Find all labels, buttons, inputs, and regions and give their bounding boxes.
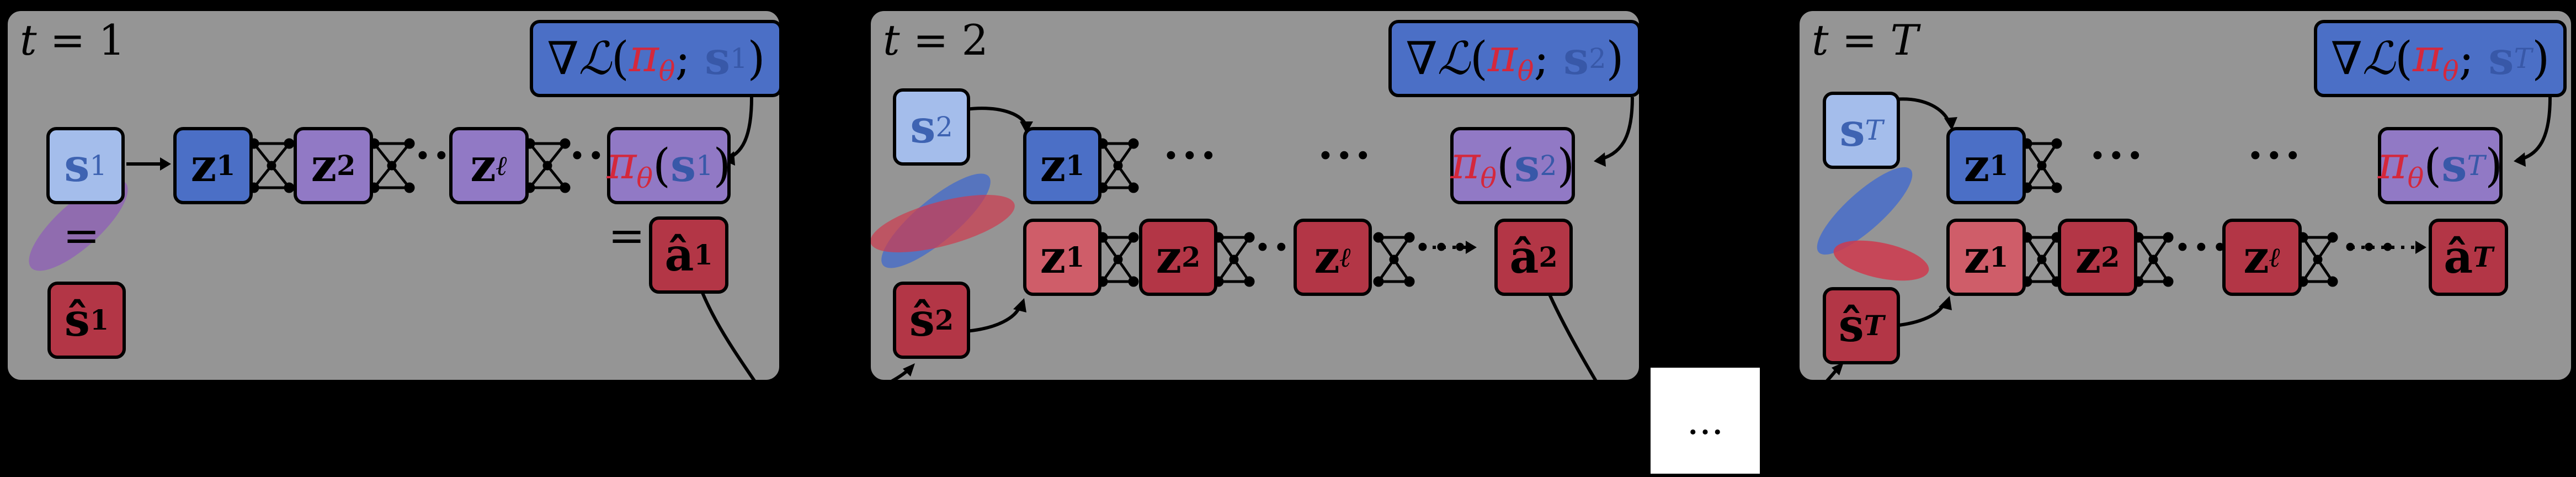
equals-sign: = — [608, 210, 646, 261]
panel-2-overlay — [871, 97, 1634, 380]
continuation-dots: ··· — [1318, 129, 1374, 181]
arrow-grad-to-pi — [1596, 97, 1634, 162]
latent-ellipse-red — [1833, 240, 1929, 281]
arrow-shat-to-z — [965, 305, 1021, 333]
continuation-dots: ··· — [2343, 221, 2399, 273]
layer-connector — [524, 138, 571, 193]
timestep-label: t = 1 — [20, 15, 125, 65]
layer-connector — [1097, 138, 1139, 193]
continuation-dots: ··· — [1163, 129, 1220, 181]
arrow-s-to-z — [1894, 97, 1950, 123]
panel-3-overlay — [1817, 97, 2552, 380]
arrow-action-out — [1545, 286, 1598, 380]
timestep-label: t = 2 — [883, 15, 988, 65]
latent-ellipse-red — [871, 194, 1015, 253]
arrow-s-to-z — [965, 107, 1028, 128]
arrow-grad-to-pi — [2516, 97, 2552, 162]
layer-connector — [2297, 232, 2338, 287]
layer-connector — [2133, 232, 2174, 287]
continuation-dots: ··· — [2175, 221, 2231, 273]
layer-connector — [1097, 232, 1139, 287]
latent-ellipse-blue — [1817, 167, 1913, 255]
ellipsis-box: ... — [1647, 364, 1763, 477]
arrow-shat-to-z — [1894, 303, 1946, 327]
continuation-dots: ··· — [1415, 221, 1471, 273]
layer-connector — [369, 138, 415, 193]
equals-sign: = — [63, 210, 100, 261]
layer-connector — [2021, 232, 2062, 287]
timestep-label: t = T — [1812, 15, 1919, 65]
continuation-dots: ··· — [2090, 129, 2146, 181]
layer-connector — [2021, 138, 2062, 193]
layer-connector — [1213, 232, 1255, 287]
layer-connector — [248, 138, 295, 193]
layer-connector — [1373, 232, 1415, 287]
continuation-dots: ··· — [2248, 129, 2304, 181]
